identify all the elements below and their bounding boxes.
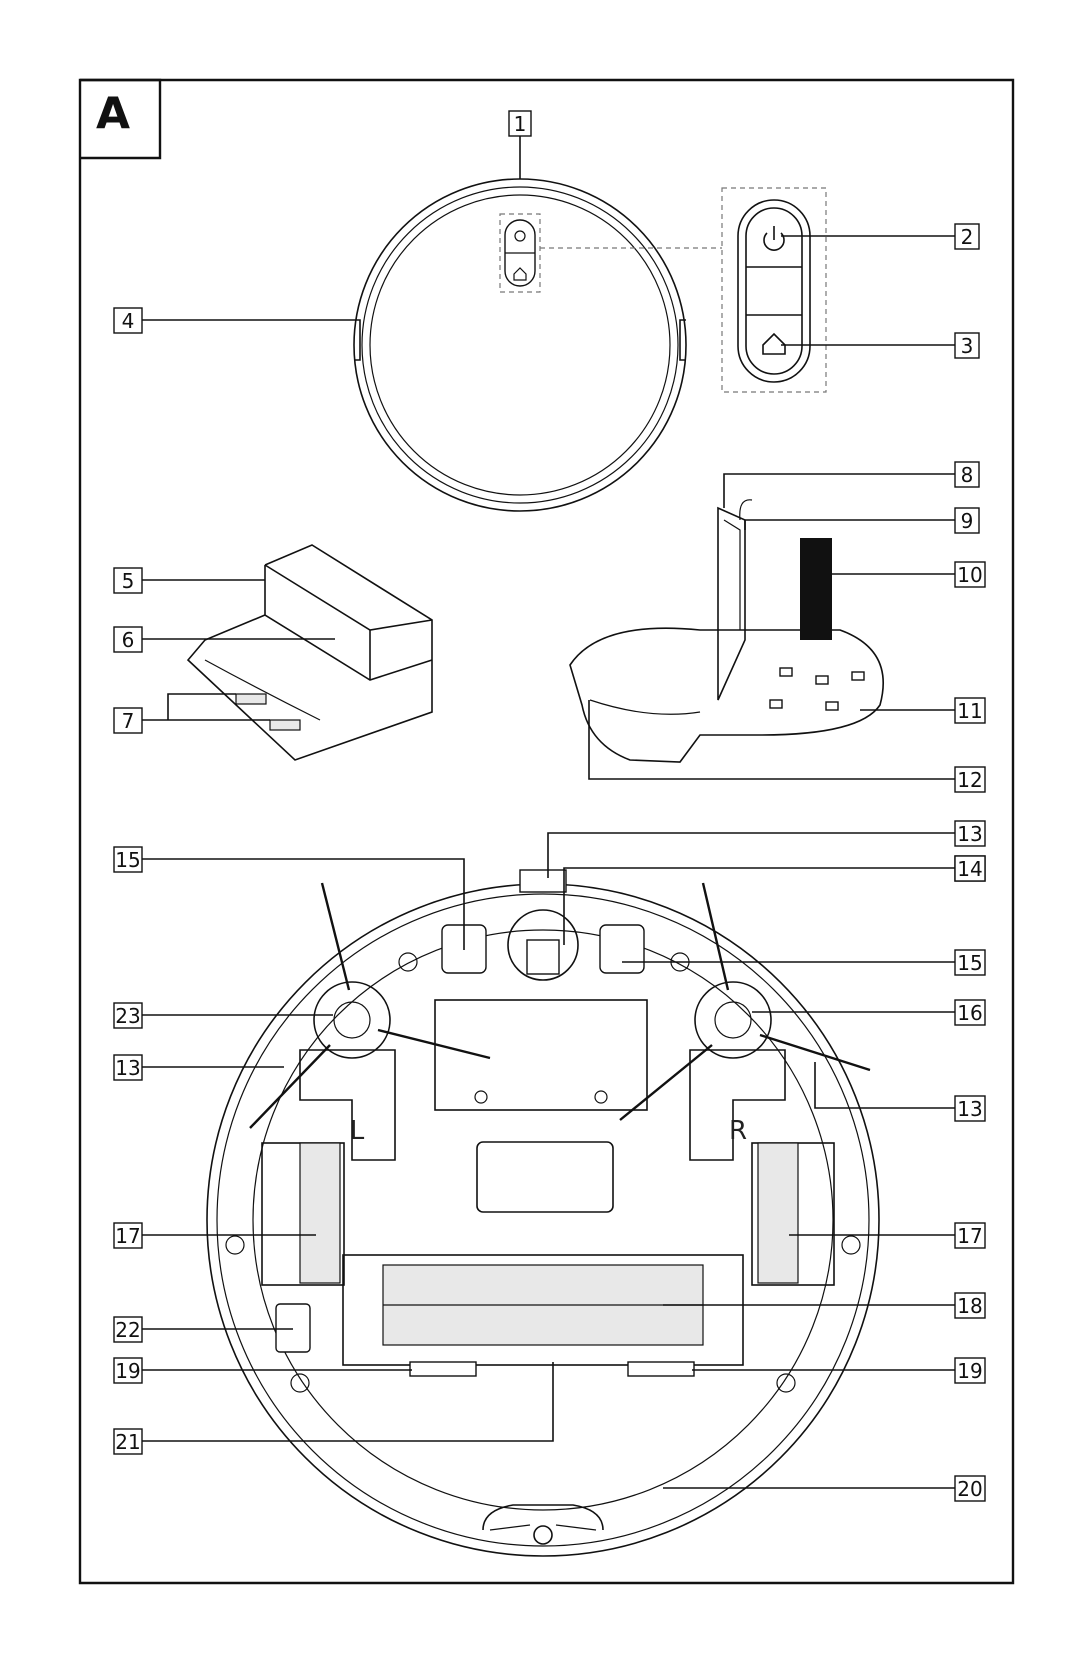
svg-text:17: 17 <box>115 1224 140 1248</box>
callout-13-right: 13 <box>954 1095 986 1122</box>
callout-12: 12 <box>954 766 986 793</box>
callout-2: 2 <box>954 223 980 250</box>
callout-16: 16 <box>954 999 986 1026</box>
callout-23: 23 <box>113 1002 143 1029</box>
callout-8: 8 <box>954 461 980 488</box>
callout-4: 4 <box>113 307 143 334</box>
callout-19-left: 19 <box>113 1357 143 1384</box>
power-icon <box>763 226 785 251</box>
callout-17-left: 17 <box>113 1222 143 1249</box>
callout-14: 14 <box>954 855 986 882</box>
charging-station <box>186 544 433 761</box>
callout-13-top: 13 <box>954 820 986 847</box>
button-panel-zoom <box>721 187 827 393</box>
svg-text:14: 14 <box>957 857 982 881</box>
callout-3: 3 <box>954 332 980 359</box>
dust-bin <box>569 499 884 763</box>
callout-15-left: 15 <box>113 846 143 873</box>
callout-20: 20 <box>954 1475 986 1502</box>
svg-text:10: 10 <box>957 563 982 587</box>
callout-9: 9 <box>954 507 980 534</box>
svg-text:13: 13 <box>957 1097 982 1121</box>
svg-text:5: 5 <box>122 569 135 593</box>
callout-21: 21 <box>113 1428 143 1455</box>
svg-text:1: 1 <box>514 112 527 136</box>
callout-19-right: 19 <box>954 1357 986 1384</box>
svg-text:15: 15 <box>115 848 140 872</box>
callout-13-left: 13 <box>113 1054 143 1081</box>
robot-top-view <box>353 178 687 512</box>
figure-letter-box <box>80 78 162 160</box>
right-marking: R <box>729 1116 747 1146</box>
svg-text:15: 15 <box>957 951 982 975</box>
svg-text:8: 8 <box>961 463 974 487</box>
svg-text:6: 6 <box>122 628 135 652</box>
callout-15-right: 15 <box>954 949 986 976</box>
robot-bottom-view <box>206 869 880 1557</box>
svg-text:11: 11 <box>957 699 982 723</box>
svg-text:21: 21 <box>115 1430 140 1454</box>
callout-5: 5 <box>113 567 143 594</box>
callout-11: 11 <box>954 697 986 724</box>
svg-text:3: 3 <box>961 334 974 358</box>
svg-text:7: 7 <box>122 709 135 733</box>
svg-text:19: 19 <box>115 1359 140 1383</box>
svg-text:22: 22 <box>115 1318 140 1342</box>
svg-text:2: 2 <box>961 225 974 249</box>
svg-text:23: 23 <box>115 1004 140 1028</box>
svg-text:20: 20 <box>957 1477 982 1501</box>
left-marking: L <box>350 1116 365 1146</box>
callout-17-right: 17 <box>954 1222 986 1249</box>
svg-text:9: 9 <box>961 509 974 533</box>
svg-text:4: 4 <box>122 309 135 333</box>
svg-text:13: 13 <box>115 1056 140 1080</box>
svg-text:12: 12 <box>957 768 982 792</box>
svg-text:18: 18 <box>957 1294 982 1318</box>
callout-6: 6 <box>113 626 143 653</box>
callout-1: 1 <box>508 110 532 137</box>
callout-22: 22 <box>113 1316 143 1343</box>
svg-text:17: 17 <box>957 1224 982 1248</box>
svg-text:16: 16 <box>957 1001 982 1025</box>
svg-text:13: 13 <box>957 822 982 846</box>
figure-letter: A <box>96 89 130 140</box>
home-icon <box>762 332 786 355</box>
svg-text:19: 19 <box>957 1359 982 1383</box>
callout-7: 7 <box>113 707 143 734</box>
callout-18: 18 <box>954 1292 986 1319</box>
leader-lines <box>142 136 955 1489</box>
figure-frame <box>78 78 1015 1585</box>
callout-10: 10 <box>954 561 986 588</box>
